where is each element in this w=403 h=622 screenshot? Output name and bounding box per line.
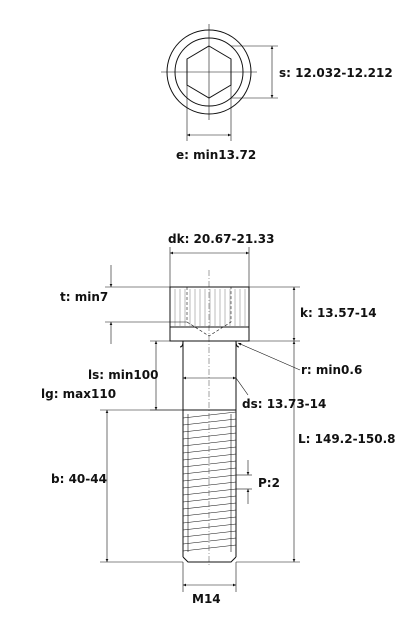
thread: [182, 410, 237, 563]
dk-label: dk: 20.67-21.33: [168, 232, 274, 246]
top-view: s: 12.032-12.212 e: min13.72: [161, 24, 393, 162]
side-view: dk: 20.67-21.33 t: min7 k: 13.57-14 r: m…: [41, 232, 396, 606]
r-label: r: min0.6: [301, 363, 362, 377]
lg-label: lg: max110: [41, 387, 116, 401]
t-label: t: min7: [60, 290, 108, 304]
L-label: L: 149.2-150.8: [298, 432, 396, 446]
screw-head: [169, 286, 250, 342]
ls-label: ls: min100: [88, 368, 158, 382]
M-label: M14: [192, 592, 221, 606]
k-label: k: 13.57-14: [300, 306, 377, 320]
s-label: s: 12.032-12.212: [279, 66, 393, 80]
P-label: P:2: [258, 476, 280, 490]
knurl-pattern: [174, 289, 246, 326]
ds-label: ds: 13.73-14: [242, 397, 326, 411]
b-label: b: 40-44: [51, 472, 107, 486]
r-leader: [237, 342, 301, 371]
shank: [182, 341, 237, 410]
e-label: e: min13.72: [176, 148, 256, 162]
